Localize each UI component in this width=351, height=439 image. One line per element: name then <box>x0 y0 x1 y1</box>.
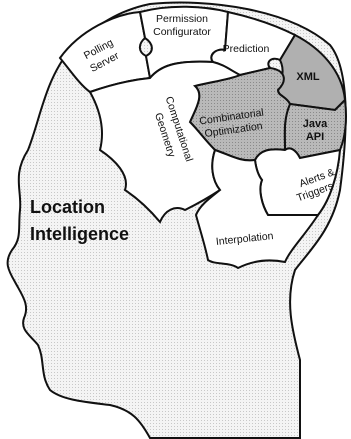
main-label-line2: Intelligence <box>30 224 129 244</box>
label-xml: XML <box>296 71 320 83</box>
java-line1: Java <box>303 118 328 130</box>
label-prediction: Prediction <box>223 43 270 55</box>
label-permission-configurator: Permission Configurator <box>153 13 211 38</box>
java-line2: API <box>306 131 324 143</box>
permission-line1: Permission <box>156 13 208 25</box>
permission-line2: Configurator <box>153 26 211 38</box>
main-label-line1: Location <box>30 197 105 217</box>
